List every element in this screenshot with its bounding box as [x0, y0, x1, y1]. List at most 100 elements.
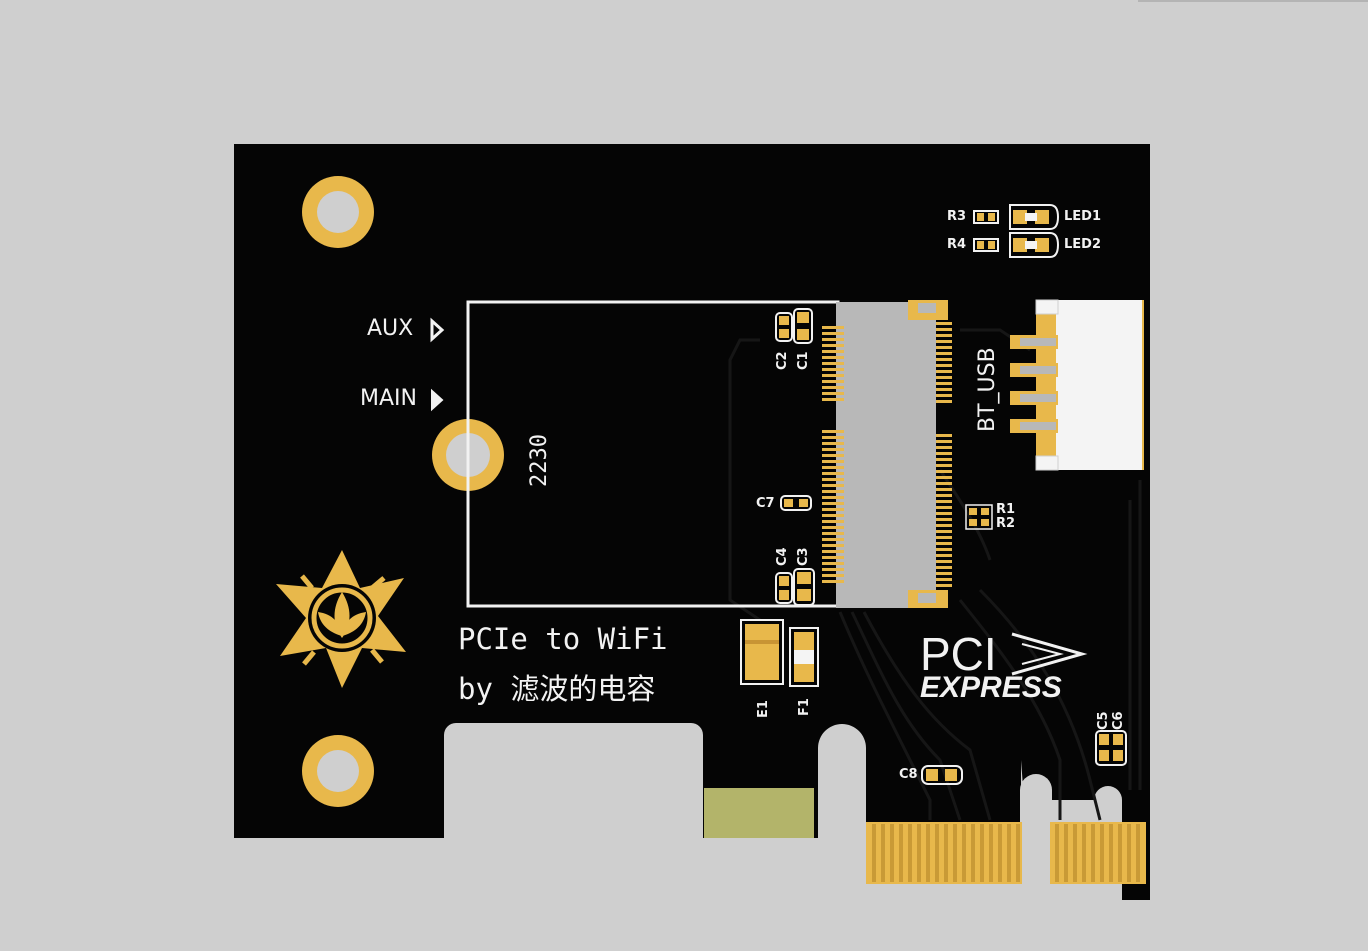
m2-pin [822, 344, 844, 347]
ref-r1: R1 [996, 502, 1016, 517]
m2-pin [822, 532, 844, 535]
finger-gap [980, 824, 984, 882]
m2-pin [936, 364, 952, 367]
m2-pin [822, 508, 844, 511]
bracket-pad [704, 788, 814, 838]
m2-pin [936, 512, 952, 515]
title-line-1: PCIe to WiFi [458, 622, 668, 656]
m2-pin [936, 482, 952, 485]
m2-pin [822, 526, 844, 529]
finger-gap [1082, 824, 1086, 882]
m2-pin [936, 376, 952, 379]
m2-pin [822, 460, 844, 463]
finger-gap [872, 824, 876, 882]
window-edge [1138, 0, 1368, 2]
m2-pin [936, 470, 952, 473]
m2-pin [822, 442, 844, 445]
m2-pin [936, 476, 952, 479]
pci-express-logo: PCI EXPRESS [920, 628, 1088, 704]
finger-gap [1055, 824, 1059, 882]
finger-gap [1016, 824, 1020, 882]
ref-c4: C4 [775, 547, 790, 566]
m2-pin [936, 560, 952, 563]
ref-r2: R2 [996, 516, 1016, 531]
m2-pin [822, 326, 844, 329]
m2-pin [936, 524, 952, 527]
m2-pin [936, 370, 952, 373]
m2-pin [822, 350, 844, 353]
mounting-hole-bottom [302, 735, 374, 807]
m2-pin [822, 538, 844, 541]
m2-pin [936, 584, 952, 587]
smd-parts [740, 204, 1127, 785]
m2-pin [936, 328, 952, 331]
m2-pin [936, 382, 952, 385]
m2-pin [936, 506, 952, 509]
finger-gap [881, 824, 885, 882]
m2-pin [936, 530, 952, 533]
finger-gap [998, 824, 1002, 882]
ref-r4: R4 [947, 237, 967, 252]
m2-pin [822, 374, 844, 377]
ref-c8: C8 [899, 767, 918, 782]
m2-pin [936, 548, 952, 551]
m2-pin [936, 536, 952, 539]
finger-gap [1109, 824, 1113, 882]
m2-pin [822, 386, 844, 389]
pci-logo-text: PCI [920, 628, 997, 680]
copper-traces [728, 328, 1142, 821]
m2-pin [822, 392, 844, 395]
finger-gap [971, 824, 975, 882]
m2-pin [822, 362, 844, 365]
ref-c3: C3 [796, 547, 811, 566]
aux-label: AUX [367, 316, 414, 341]
m2-pin [936, 542, 952, 545]
title-line-2: by 滤波的电容 [458, 672, 656, 706]
m2-pin [936, 464, 952, 467]
bt-usb-connector [1010, 299, 1144, 471]
finger-gap [908, 824, 912, 882]
m2-pin [822, 544, 844, 547]
m2-pin [936, 578, 952, 581]
m2-pin [936, 352, 952, 355]
m2-pin [822, 580, 844, 583]
finger-gap [917, 824, 921, 882]
m2-pin [822, 398, 844, 401]
m2-pin [936, 458, 952, 461]
aux-triangle-icon [430, 317, 445, 343]
finger-gap [935, 824, 939, 882]
express-logo-text: EXPRESS [920, 671, 1062, 704]
finger-gap [1073, 824, 1077, 882]
m2-pin [822, 368, 844, 371]
m2-pin [936, 400, 952, 403]
m2-pin [936, 494, 952, 497]
m2-pin [822, 380, 844, 383]
finger-gap [953, 824, 957, 882]
m2-pin [936, 440, 952, 443]
finger-gap [926, 824, 930, 882]
edge-connector-fingers [866, 822, 1146, 884]
ref-led1: LED1 [1064, 209, 1102, 224]
mounting-hole-top [302, 176, 374, 248]
m2-pin [936, 500, 952, 503]
m2-pin [936, 554, 952, 557]
m2-pin [822, 478, 844, 481]
m2-pin [936, 346, 952, 349]
m2-pin [822, 562, 844, 565]
m2-pin [822, 338, 844, 341]
m2-pin [822, 574, 844, 577]
finger-gap [899, 824, 903, 882]
finger-gap [1127, 824, 1131, 882]
ref-r3: R3 [947, 209, 967, 224]
m2-pin [822, 454, 844, 457]
finger-gap [890, 824, 894, 882]
m2-pin [936, 566, 952, 569]
finger-gap [1091, 824, 1095, 882]
m2-pin [822, 472, 844, 475]
finger-gap [1100, 824, 1104, 882]
m2-connector [822, 300, 952, 608]
m2-pin [822, 568, 844, 571]
ref-c1: C1 [796, 351, 811, 370]
